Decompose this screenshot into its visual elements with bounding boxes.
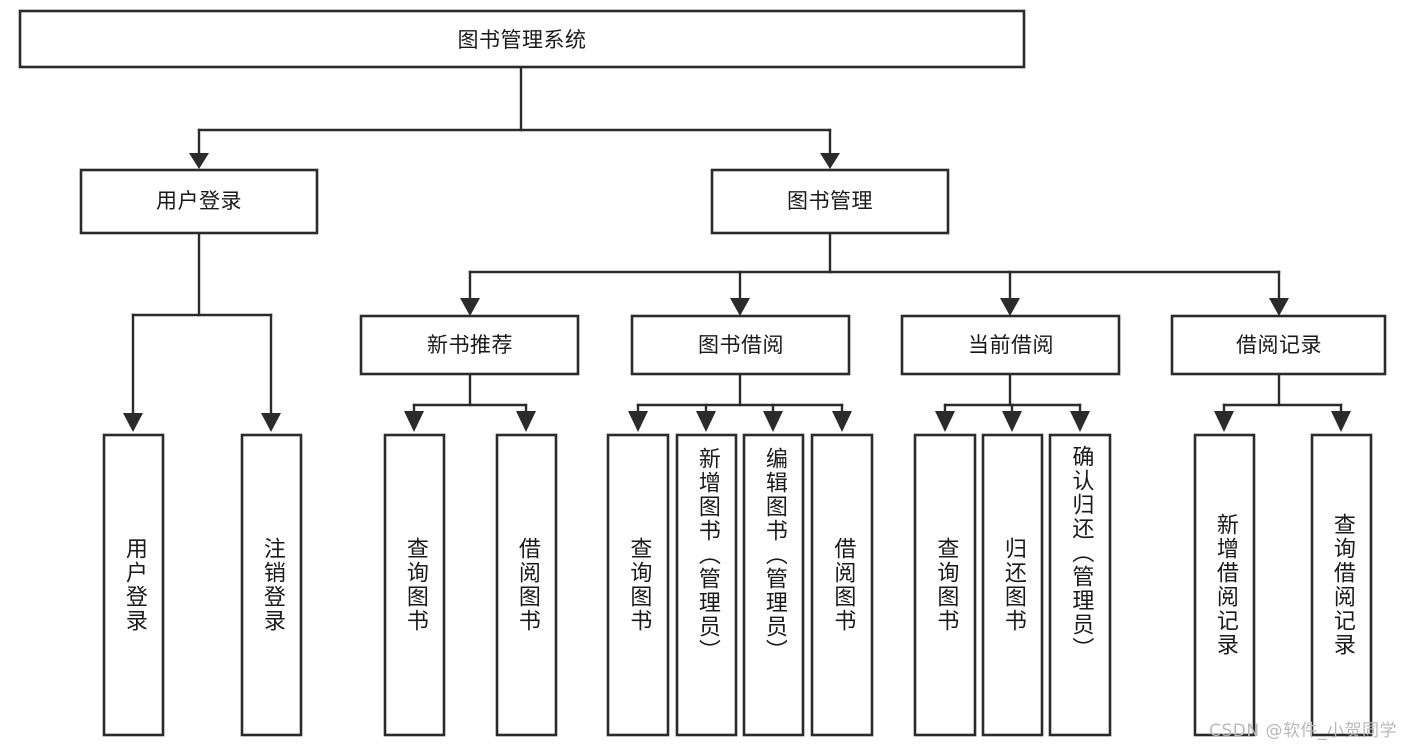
csdn-watermark: CSDN @软件_小贺同学 [1209,721,1397,741]
connector-root-to-level2 [189,65,840,169]
node-leaf-return-book[interactable] [981,433,1044,737]
node-leaf-query-record[interactable] [1310,433,1373,737]
node-leaf-query-book-2[interactable] [606,433,670,737]
node-leaf-borrow-book-2[interactable] [810,433,874,737]
connector-bookborrow-to-leaves [628,372,852,432]
node-user-login-label: 用户登录 [156,189,242,213]
connector-currentborrow-to-leaves [935,372,1090,432]
connector-newbook-to-leaves [404,372,536,432]
node-current-borrow[interactable]: 当前借阅 [900,314,1121,376]
node-leaf-borrow-book-1[interactable] [495,433,558,737]
node-book-borrow[interactable]: 图书借阅 [630,314,851,376]
node-leaf-edit-book[interactable] [742,433,805,737]
node-book-management[interactable]: 图书管理 [710,168,950,235]
node-borrow-record[interactable]: 借阅记录 [1170,314,1387,376]
node-current-borrow-label: 当前借阅 [968,333,1054,357]
node-root[interactable]: 图书管理系统 [18,9,1026,69]
node-borrow-record-label: 借阅记录 [1236,333,1322,357]
node-leaf-logout[interactable] [240,433,303,737]
connector-userlogin-to-leaves [123,231,281,432]
node-leaf-add-record[interactable] [1193,433,1256,737]
node-root-label: 图书管理系统 [458,28,587,52]
node-leaf-confirm-return[interactable] [1048,433,1112,737]
connector-bookmgmt-to-level3 [460,231,1289,316]
node-leaf-add-book[interactable] [675,433,738,737]
connector-borrowrecord-to-leaves [1214,372,1351,432]
node-leaf-query-book-3[interactable] [913,433,977,737]
node-new-book-recommend[interactable]: 新书推荐 [359,314,580,376]
node-book-borrow-label: 图书借阅 [698,333,784,357]
node-new-book-recommend-label: 新书推荐 [427,333,513,357]
node-leaf-user-login[interactable] [102,433,165,737]
node-leaf-query-book-1[interactable] [383,433,446,737]
node-book-management-label: 图书管理 [787,189,873,213]
node-user-login[interactable]: 用户登录 [79,168,319,235]
